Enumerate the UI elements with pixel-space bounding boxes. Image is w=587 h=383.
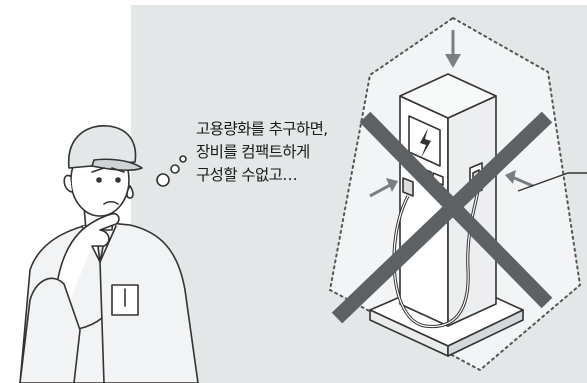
callout-line (517, 172, 587, 192)
compression-arrows (369, 30, 534, 198)
worried-worker-icon (19, 125, 199, 383)
lightning-bolt-icon (420, 128, 431, 158)
thought-bubbles (156, 155, 187, 187)
thought-line-1: 고용량화를 추구하면, (196, 120, 328, 138)
cross-mark-icon (331, 111, 553, 324)
thought-line-3: 구성할 수없고… (196, 166, 298, 184)
thought-line-2: 장비를 컴팩트하게 (196, 143, 310, 161)
ev-charger-icon (369, 73, 524, 357)
thought-text: 고용량화를 추구하면, 장비를 컴팩트하게 구성할 수없고… (196, 118, 386, 187)
